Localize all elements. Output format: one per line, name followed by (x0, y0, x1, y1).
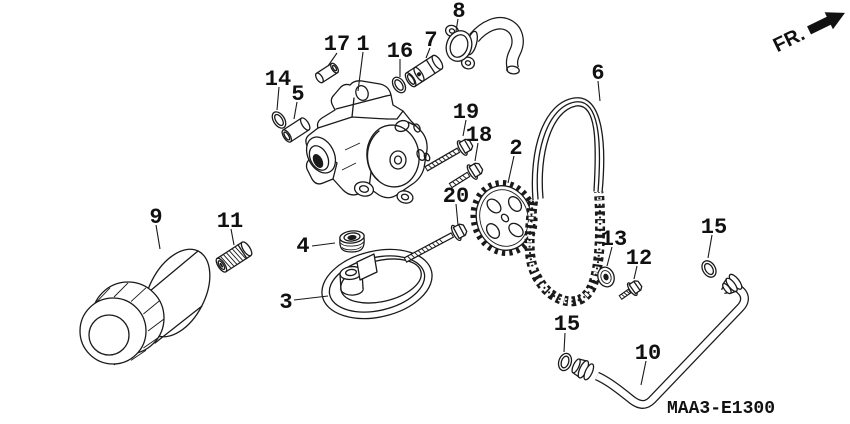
joint-flange (445, 30, 473, 62)
callout-15-left: 15 (554, 312, 580, 353)
callout-3: 3 (279, 290, 329, 315)
part-16-o-ring (391, 76, 407, 94)
part-8-hose-joint (444, 17, 524, 75)
part-11-threaded-fitting (215, 241, 253, 273)
callout-9-label: 9 (149, 205, 162, 230)
callout-11: 11 (217, 209, 243, 246)
part-1-oil-pump-body (305, 80, 431, 204)
part-17-dowel-pin (314, 62, 340, 84)
callout-4: 4 (296, 234, 336, 259)
fr-arrow-icon (807, 12, 845, 35)
callout-12: 12 (626, 246, 652, 280)
part-19-flange-bolt (424, 138, 474, 172)
callout-6-label: 6 (591, 61, 604, 86)
part-20-flange-bolt (403, 223, 468, 263)
callout-20-label: 20 (443, 184, 469, 209)
pipe-left-fitting (571, 358, 595, 381)
callout-17: 17 (324, 32, 350, 67)
callout-12-label: 12 (626, 246, 652, 271)
part-13-washer (597, 266, 615, 288)
callout-4-label: 4 (296, 234, 309, 259)
callout-7: 7 (424, 28, 438, 59)
callout-15-right: 15 (701, 215, 727, 259)
callout-1-label: 1 (356, 32, 369, 57)
callout-13: 13 (601, 227, 627, 267)
strainer-tab (356, 253, 378, 281)
callout-5: 5 (291, 82, 305, 120)
part-14-o-ring (271, 111, 287, 129)
callout-9: 9 (149, 205, 163, 250)
callout-16: 16 (387, 39, 413, 77)
callout-14: 14 (265, 67, 291, 111)
callout-5-label: 5 (291, 82, 304, 107)
callout-20: 20 (443, 184, 469, 226)
callouts: 17 1 16 7 8 14 5 19 18 2 6 20 9 11 4 3 1… (149, 0, 727, 386)
fr-direction-marker: FR. (770, 12, 845, 57)
part-15-o-ring-right (701, 260, 717, 278)
callout-1: 1 (356, 32, 370, 92)
callout-17-label: 17 (324, 32, 350, 57)
chain-links (524, 191, 606, 307)
callout-18: 18 (466, 123, 492, 162)
part-10-oil-pipe (571, 273, 749, 409)
part-15-o-ring-left (557, 352, 573, 372)
fitting-threads (220, 246, 246, 269)
part-18-flange-bolt (448, 162, 484, 189)
strainer-boss (339, 265, 364, 296)
callout-2-label: 2 (509, 136, 522, 161)
diagram-code: MAA3-E1300 (667, 399, 775, 419)
part-12-flange-bolt (618, 280, 643, 300)
callout-13-label: 13 (601, 227, 627, 252)
callout-11-label: 11 (217, 209, 243, 234)
callout-7-label: 7 (424, 28, 437, 53)
part-4-grommet (339, 230, 365, 253)
callout-3-label: 3 (279, 290, 292, 315)
callout-15-left-label: 15 (554, 312, 580, 337)
part-7-relief-valve (404, 54, 444, 88)
callout-16-label: 16 (387, 39, 413, 64)
part-5-collar (281, 117, 311, 143)
callout-2: 2 (507, 136, 523, 184)
part-6-chain (524, 97, 606, 307)
callout-10: 10 (635, 341, 661, 386)
pipe-right-fitting (721, 273, 743, 295)
callout-6: 6 (591, 61, 605, 102)
part-9-oil-filter (79, 248, 211, 366)
callout-10-label: 10 (635, 341, 661, 366)
callout-19-label: 19 (453, 100, 479, 125)
callout-8-label: 8 (452, 0, 465, 24)
callout-19: 19 (453, 100, 479, 137)
callout-15-right-label: 15 (701, 215, 727, 240)
callout-14-label: 14 (265, 67, 291, 92)
callout-18-label: 18 (466, 123, 492, 148)
part-3-oil-strainer (321, 248, 433, 320)
callout-8: 8 (452, 0, 466, 32)
fr-label: FR. (770, 23, 809, 57)
